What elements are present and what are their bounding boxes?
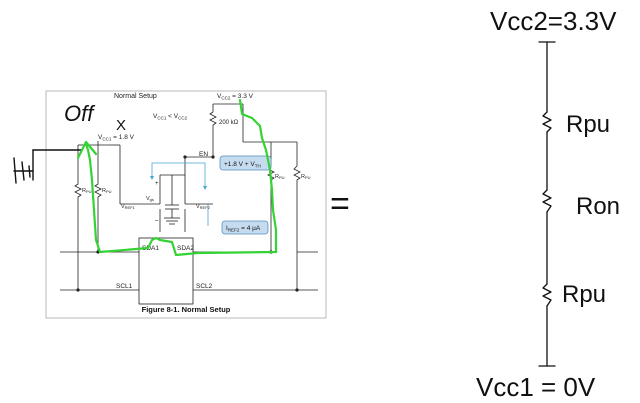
rpu-right-2: RPU	[301, 174, 311, 180]
vcc2-top-label: Vcc2=3.3V	[490, 6, 617, 36]
rpu-bottom-label: Rpu	[562, 281, 606, 308]
x-mark: X	[116, 117, 126, 134]
equals-sign: =	[330, 185, 350, 223]
vcc2-rail	[209, 103, 301, 290]
rpu-left-resistors	[74, 180, 102, 290]
vcc1-label: VCC1 = 1.8 V	[98, 134, 135, 142]
iref-box: IREF2 = 4 µA	[221, 220, 269, 235]
rpu-right-1: RPU	[275, 174, 285, 180]
vref2-label: VREF2	[196, 204, 211, 210]
sda1-label: SDA1	[142, 245, 159, 252]
green-current-path	[76, 98, 278, 257]
rpu-left-1: RPU	[82, 188, 92, 194]
svg-text:+1.8 V + VTH: +1.8 V + VTH	[224, 161, 261, 169]
rpu-left-2: RPU	[102, 188, 112, 194]
vcc1-bottom-label: Vcc1 = 0V	[476, 372, 596, 402]
off-annotation: Off	[64, 101, 96, 126]
vcc2-label: VCC2 = 3.3 V	[217, 93, 254, 101]
vcc-relation-label: VCC1 < VCC2	[153, 113, 188, 121]
vth-box: +1.8 V + VTH	[219, 155, 272, 171]
vgs-label: Vgs	[146, 196, 154, 202]
scl2-label: SCL2	[196, 283, 213, 290]
scl1-label: SCL1	[116, 283, 133, 290]
rpu-top-label: Rpu	[566, 111, 610, 138]
vref1-label: VREF1	[121, 204, 136, 210]
figure-caption: Figure 8-1. Normal Setup	[142, 305, 231, 314]
series-resistor-chain	[538, 41, 556, 367]
svg-text:IREF2 = 4 µA: IREF2 = 4 µA	[226, 225, 261, 233]
sda2-label: SDA2	[177, 245, 194, 252]
minus-sign: –	[155, 218, 159, 224]
en-label: EN	[199, 151, 208, 158]
figure-frame	[45, 90, 327, 319]
hand-annotations: Off X =	[13, 98, 350, 257]
setup-label: Normal Setup	[114, 93, 157, 100]
plus-sign: +	[155, 181, 159, 187]
equivalent-circuit: Vcc2=3.3V Rpu Ron Rpu Vcc1 = 0V	[476, 6, 620, 402]
blue-current-paths	[150, 162, 209, 226]
vref-block	[110, 144, 213, 232]
resistor-200k-label: 200 kΩ	[219, 120, 239, 126]
ron-label: Ron	[576, 193, 620, 220]
ground-symbol	[13, 149, 83, 184]
